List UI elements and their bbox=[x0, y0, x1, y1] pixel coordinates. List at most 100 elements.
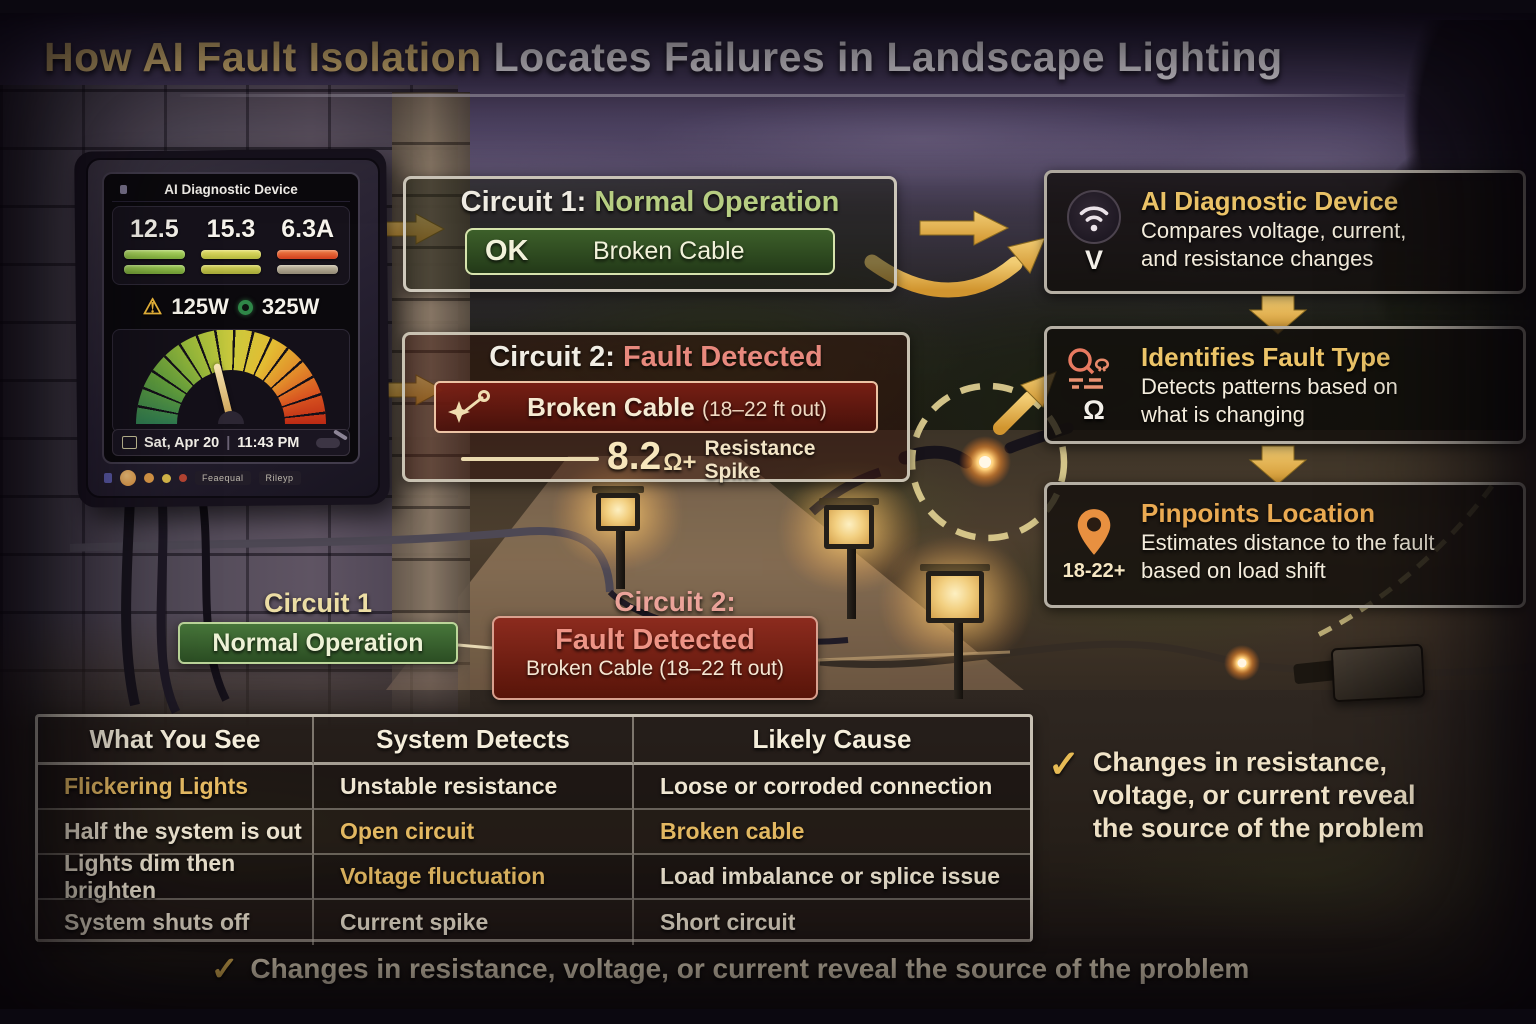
step2-icon-column: Ω bbox=[1061, 339, 1127, 431]
level-bar-yellow bbox=[200, 250, 262, 259]
circuit1-status-pill: OK Broken Cable bbox=[465, 228, 835, 275]
checkmark-icon: ✓ bbox=[1048, 744, 1080, 786]
step1-line2: and resistance changes bbox=[1141, 245, 1374, 271]
warning-watts: 125W bbox=[171, 294, 229, 319]
separator: | bbox=[226, 434, 231, 451]
label-connector-line bbox=[457, 643, 493, 650]
fault-distance: (18–22 ft out) bbox=[701, 397, 827, 421]
calendar-icon bbox=[122, 436, 137, 449]
fault-pill-text: Broken Cable (18–22 ft out) bbox=[490, 392, 864, 423]
step-pinpoints-location: 18-22+ Pinpoints Location Estimates dist… bbox=[1044, 482, 1526, 608]
level-bar-green bbox=[124, 265, 185, 274]
underline-rule bbox=[461, 457, 599, 461]
circuit2-panel-title: Circuit 2: Fault Detected bbox=[405, 341, 907, 374]
table-cell: Lights dim then brighten bbox=[38, 850, 314, 903]
scan-omega-icon bbox=[1068, 348, 1110, 389]
scene-circuit2-status-box: Fault Detected Broken Cable (18–22 ft ou… bbox=[492, 616, 818, 700]
arrow-step1-to-step2 bbox=[1248, 295, 1308, 335]
step1-body: AI Diagnostic Device Compares voltage, c… bbox=[1141, 183, 1406, 281]
step3-icon-column: 18-22+ bbox=[1061, 495, 1127, 595]
device-title: AI Diagnostic Device bbox=[164, 182, 298, 197]
table-cell: Voltage fluctuation bbox=[314, 855, 634, 900]
table-cell: Short circuit bbox=[634, 900, 1030, 945]
fault-label: Broken Cable bbox=[527, 391, 702, 422]
circuit2-panel: Circuit 2: Fault Detected Broken Cable (… bbox=[402, 332, 910, 483]
device-cable-2 bbox=[156, 495, 181, 715]
reading-value: 6.3A bbox=[281, 215, 335, 243]
side-note-line2: voltage, or current reveal bbox=[1092, 780, 1416, 811]
circuit2-status: Fault Detected bbox=[622, 341, 823, 373]
symptom-table: What You See System Detects Likely Cause… bbox=[35, 714, 1033, 945]
arrow-circuit1-to-step1 bbox=[919, 210, 1010, 246]
arrow-curved-head bbox=[1007, 237, 1046, 274]
map-pin-icon bbox=[1077, 509, 1111, 555]
led-gold bbox=[162, 473, 171, 483]
resistance-caption-line2: Spike bbox=[704, 459, 761, 483]
step1-title: AI Diagnostic Device bbox=[1141, 186, 1399, 216]
side-note: ✓ Changes in resistance, voltage, or cur… bbox=[1048, 746, 1526, 846]
table-cell: Flickering Lights bbox=[38, 765, 314, 810]
page-title-rest: Locates Failures in Landscape Lighting bbox=[481, 34, 1283, 80]
path-light-1 bbox=[592, 486, 644, 589]
scene-circuit1-title: Circuit 1 bbox=[263, 588, 373, 618]
step2-line1: Detects patterns based on bbox=[1141, 374, 1398, 399]
warning-icon: ⚠ bbox=[142, 294, 163, 319]
table-cell: Load imbalance or splice issue bbox=[634, 855, 1030, 900]
circuit1-pill-label: Broken Cable bbox=[593, 237, 745, 265]
table-header-system-detects: System Detects bbox=[314, 717, 634, 765]
gauge-hub bbox=[218, 411, 244, 424]
table-cell: Unstable resistance bbox=[314, 765, 634, 810]
device-status-bar: Sat, Apr 20 | 11:43 PM bbox=[112, 429, 350, 456]
circuit2-fault-pill: Broken Cable (18–22 ft out) bbox=[434, 381, 878, 433]
table-cell: Loose or corroded connection bbox=[634, 765, 1030, 810]
bottom-border-strip bbox=[0, 1009, 1536, 1024]
step3-line2: based on load shift bbox=[1141, 557, 1326, 583]
step3-body: Pinpoints Location Estimates distance to… bbox=[1141, 495, 1435, 595]
background-soil bbox=[0, 690, 1536, 1024]
indicator-square bbox=[104, 473, 112, 483]
reading-value: 15.3 bbox=[206, 215, 256, 243]
scene-circuit2-status: Fault Detected bbox=[555, 624, 755, 656]
distance-badge: 18-22+ bbox=[1062, 560, 1126, 582]
scene-circuit1-status: Normal Operation bbox=[212, 628, 424, 657]
device-cable-3 bbox=[198, 495, 230, 702]
stylus-icon bbox=[316, 437, 340, 448]
circuit1-panel-title: Circuit 1: Normal Operation bbox=[406, 186, 894, 219]
device-cable-1 bbox=[121, 495, 140, 707]
splice-spark-core bbox=[1237, 658, 1247, 668]
level-bar-yellow bbox=[200, 265, 262, 274]
arrow-step2-to-step3 bbox=[1248, 445, 1308, 485]
table-header-likely-cause: Likely Cause bbox=[634, 717, 1030, 765]
wifi-pin-icon bbox=[1067, 190, 1121, 244]
arrow-fault-to-step2-shaft bbox=[993, 391, 1037, 435]
ok-badge: OK bbox=[485, 235, 529, 267]
page-title: How AI Fault Isolation Locates Failures … bbox=[44, 34, 1283, 81]
device-screen: AI Diagnostic Device 12.5 15.3 6.3A bbox=[102, 172, 360, 464]
step-ai-diagnostic-device: V AI Diagnostic Device Compares voltage,… bbox=[1044, 170, 1526, 294]
device-time: 11:43 PM bbox=[237, 434, 300, 451]
device-readings-panel: 12.5 15.3 6.3A bbox=[112, 206, 350, 285]
reading-current: 6.3A bbox=[272, 215, 343, 274]
resistance-unit: Ω+ bbox=[663, 449, 697, 476]
step-identifies-fault-type: Ω Identifies Fault Type Detects patterns… bbox=[1044, 326, 1526, 444]
path-light-3 bbox=[920, 564, 990, 699]
table-cell: Half the system is out bbox=[38, 810, 314, 855]
table-header-what-you-see: What You See bbox=[38, 717, 314, 765]
junction-box bbox=[1330, 643, 1426, 703]
step1-icon-column: V bbox=[1061, 183, 1127, 281]
level-bar-red bbox=[277, 250, 339, 259]
top-border-strip bbox=[0, 0, 1536, 13]
device-screen-header: AI Diagnostic Device bbox=[112, 178, 350, 202]
signal-icon bbox=[120, 185, 127, 194]
side-note-text: Changes in resistance, voltage, or curre… bbox=[1093, 746, 1425, 846]
page-title-highlight: How AI Fault Isolation bbox=[44, 34, 482, 80]
scene-circuit1-status-box: Normal Operation bbox=[178, 622, 458, 664]
fault-highlight-circle bbox=[908, 382, 1068, 542]
led-red bbox=[179, 474, 187, 482]
label-wire-line bbox=[817, 650, 1011, 662]
side-note-line1: Changes in resistance, bbox=[1092, 747, 1387, 777]
table-cell: Broken cable bbox=[634, 810, 1030, 855]
led-orange-large bbox=[120, 470, 136, 486]
omega-symbol: Ω bbox=[1083, 395, 1105, 425]
